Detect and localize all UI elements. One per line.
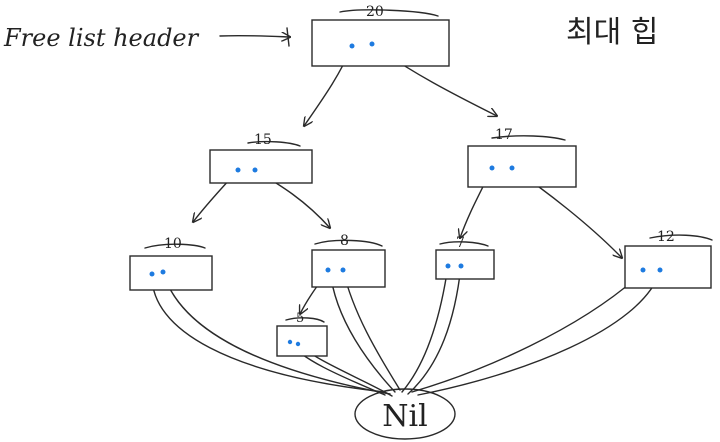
node-8: 8 xyxy=(311,233,386,288)
left-pointer xyxy=(349,43,355,49)
node-15: 15 xyxy=(209,132,313,184)
nil-ellipse xyxy=(354,388,456,440)
max-heap-title: 최대 힙 xyxy=(566,15,658,50)
left-pointer xyxy=(489,165,495,171)
node-box xyxy=(311,249,386,288)
header-arrow xyxy=(219,36,290,37)
right-pointer xyxy=(369,41,375,47)
node-value: 5 xyxy=(296,311,304,326)
nil-node: Nil xyxy=(354,388,456,440)
right-pointer xyxy=(252,167,258,173)
node-value: 12 xyxy=(657,229,675,245)
node-7: 7 xyxy=(435,235,495,280)
node-box xyxy=(209,149,313,184)
node-box xyxy=(129,255,213,291)
right-pointer xyxy=(509,165,515,171)
left-pointer xyxy=(287,339,293,345)
node-17: 17 xyxy=(467,127,577,188)
right-pointer xyxy=(458,263,464,269)
node-value: 15 xyxy=(254,132,272,148)
nil-label: Nil xyxy=(382,399,427,434)
node-12: 12 xyxy=(624,229,713,289)
node-value: 17 xyxy=(495,127,513,143)
left-pointer xyxy=(325,267,331,273)
node-10: 10 xyxy=(129,236,213,291)
left-pointer xyxy=(149,271,155,277)
right-pointer xyxy=(657,267,663,273)
node-value: 10 xyxy=(164,236,182,252)
node-value: 7 xyxy=(456,235,465,251)
left-pointer xyxy=(235,167,241,173)
free-list-header-label: Free list header xyxy=(3,24,200,52)
node-5: 5 xyxy=(276,311,328,357)
node-box xyxy=(624,245,712,289)
right-pointer xyxy=(160,269,166,275)
node-value: 8 xyxy=(340,233,349,249)
right-pointer xyxy=(295,341,301,347)
right-pointer xyxy=(340,267,346,273)
left-pointer xyxy=(640,267,646,273)
node-value: 20 xyxy=(366,4,384,20)
left-pointer xyxy=(445,263,451,269)
header-arrow-tick xyxy=(286,27,290,47)
node-box xyxy=(311,19,450,67)
node-box xyxy=(435,249,495,280)
nil-links xyxy=(151,265,661,397)
node-box xyxy=(276,325,328,357)
node-20: 20 xyxy=(311,4,450,67)
node-box xyxy=(467,145,577,188)
